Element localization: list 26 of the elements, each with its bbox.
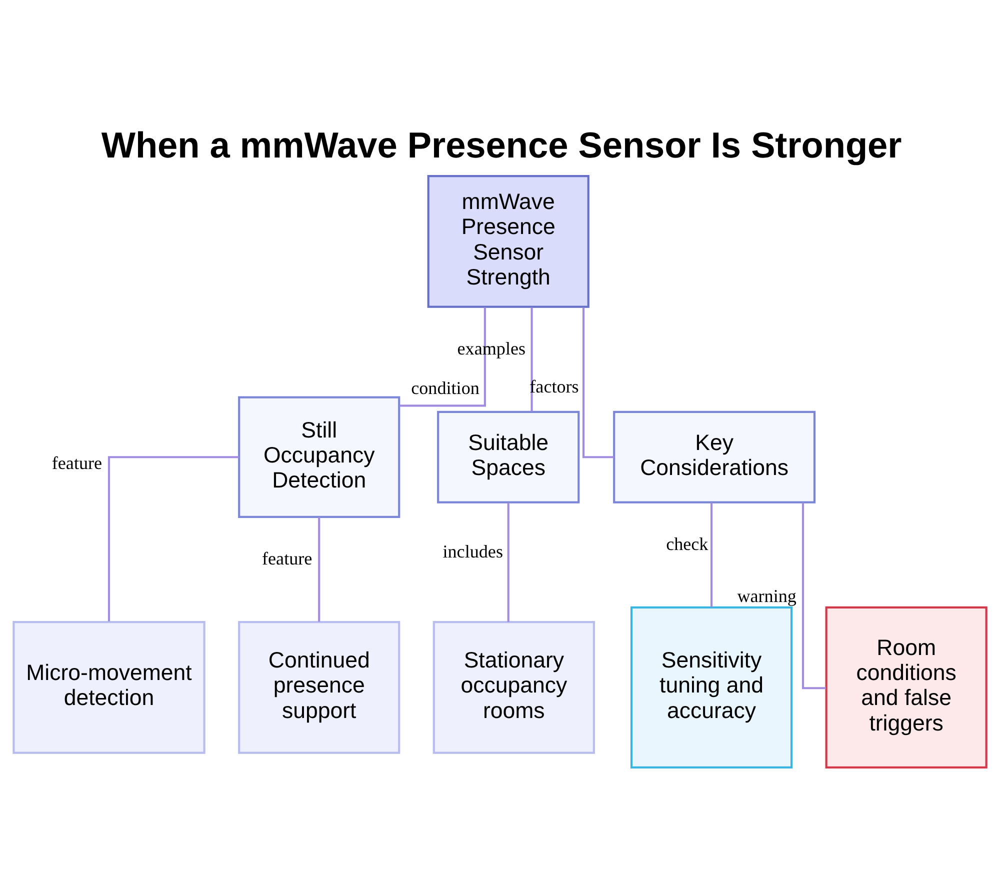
connector — [507, 502, 510, 622]
node-box: Micro-movement detection — [12, 620, 206, 754]
connector — [582, 307, 614, 458]
edge-label: check — [666, 534, 708, 554]
connector — [400, 307, 486, 407]
node-box: Continued presence support — [238, 620, 400, 754]
edge-label: factors — [530, 376, 579, 396]
node-box: Suitable Spaces — [437, 410, 580, 504]
connector — [710, 502, 713, 608]
connector — [802, 502, 826, 690]
connector — [530, 307, 533, 412]
edge-label: feature — [52, 453, 102, 474]
edge-label: condition — [411, 378, 480, 398]
node-box: Room conditions and false triggers — [825, 606, 988, 768]
node-box: mmWave Presence Sensor Strength — [427, 175, 590, 308]
diagram-title: When a mmWave Presence Sensor Is Stronger — [101, 124, 902, 166]
node-box: Still Occupancy Detection — [238, 396, 400, 518]
connector — [318, 517, 320, 622]
edge-label: warning — [737, 586, 796, 606]
node-box: Sensitivity tuning and accuracy — [630, 606, 793, 768]
node-box: Stationary occupancy rooms — [432, 620, 595, 754]
edge-label: includes — [442, 541, 503, 562]
edge-label: examples — [457, 338, 526, 358]
edge-label: feature — [262, 548, 312, 568]
connector — [108, 456, 240, 622]
node-box: Key Considerations — [613, 410, 816, 504]
